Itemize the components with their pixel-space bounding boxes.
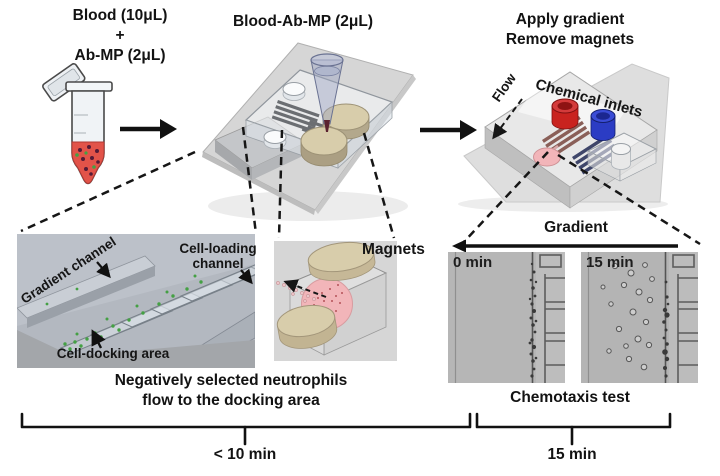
gradient-channel-arrow-icon xyxy=(96,261,111,279)
micrograph-15min xyxy=(581,252,698,383)
tube-cap-icon xyxy=(42,63,86,102)
flow-arrow-icon xyxy=(492,98,523,140)
gradient-arrow-icon xyxy=(452,239,678,253)
cell-loading-label-line2: channel xyxy=(192,255,244,271)
docking-channel-bars xyxy=(59,264,255,354)
selection-note: Negatively selected neutrophils flow to … xyxy=(101,371,361,411)
tube-rim xyxy=(65,81,113,92)
step-arrow-2-icon xyxy=(420,120,477,140)
micrograph-0min-label: 0 min xyxy=(453,254,493,271)
migrated-cells xyxy=(600,262,655,371)
apply-caption-line1: Apply gradient xyxy=(515,11,625,28)
foreground-ledge xyxy=(17,330,255,368)
sample-caption-line1: Blood (10μL) xyxy=(72,7,168,24)
micrograph-0min xyxy=(448,252,565,383)
timeline-brackets xyxy=(20,412,672,446)
loading-caption: Blood-Ab-MP (2μL) xyxy=(228,12,378,32)
cell-docking-inset-render xyxy=(17,234,255,368)
loading-caption-line: Blood-Ab-MP (2μL) xyxy=(232,13,374,30)
outlet-well xyxy=(533,147,561,167)
timeline-right-label: 15 min xyxy=(547,446,597,463)
magnets-label: Magnets xyxy=(362,241,425,258)
apply-caption-line2: Remove magnets xyxy=(505,31,635,48)
gradient-chip-render xyxy=(458,63,670,212)
pipette-tip-icon xyxy=(310,53,344,132)
slide-edge xyxy=(202,152,315,215)
micrograph-15min-label: 15 min xyxy=(586,254,634,271)
comb-structures xyxy=(672,254,698,383)
sample-caption-line3: Ab-MP (2μL) xyxy=(74,47,166,64)
docked-cells-0min xyxy=(528,262,538,378)
gradient-label: Gradient xyxy=(544,219,608,236)
selection-note-line1: Negatively selected neutrophils xyxy=(114,372,348,389)
cell-docking-label: Cell-docking area xyxy=(56,346,170,361)
cell-loading-label: Cell-loading channel xyxy=(172,241,264,271)
magnets-inset-render xyxy=(274,241,397,361)
step-arrow-1-icon xyxy=(120,119,177,139)
timeline-left-label: < 10 min xyxy=(213,446,277,463)
chemical-inlet-blue-icon xyxy=(590,109,616,141)
cell-docking-arrow-icon xyxy=(91,329,106,349)
cell-loading-label-line1: Cell-loading xyxy=(179,241,257,256)
bracket-left xyxy=(20,412,472,429)
apply-caption: Apply gradient Remove magnets xyxy=(503,10,637,50)
sample-caption-line2: + xyxy=(115,27,125,44)
docked-cells-15min xyxy=(662,280,670,378)
chemical-inlet-red-icon xyxy=(551,98,579,130)
comb-structures xyxy=(539,254,565,383)
magnet-cylinder-bottom xyxy=(300,126,348,167)
magnet-disc-bottom xyxy=(276,304,338,349)
sample-caption: Blood (10μL) + Ab-MP (2μL) xyxy=(55,6,185,66)
selection-note-line2: flow to the docking area xyxy=(142,392,320,409)
cell-loading-arrow-icon xyxy=(238,268,253,285)
chemotaxis-caption: Chemotaxis test xyxy=(510,389,630,406)
removal-arrow-icon xyxy=(283,279,327,298)
magnet-disc-top xyxy=(307,241,376,281)
bracket-right xyxy=(475,412,672,429)
